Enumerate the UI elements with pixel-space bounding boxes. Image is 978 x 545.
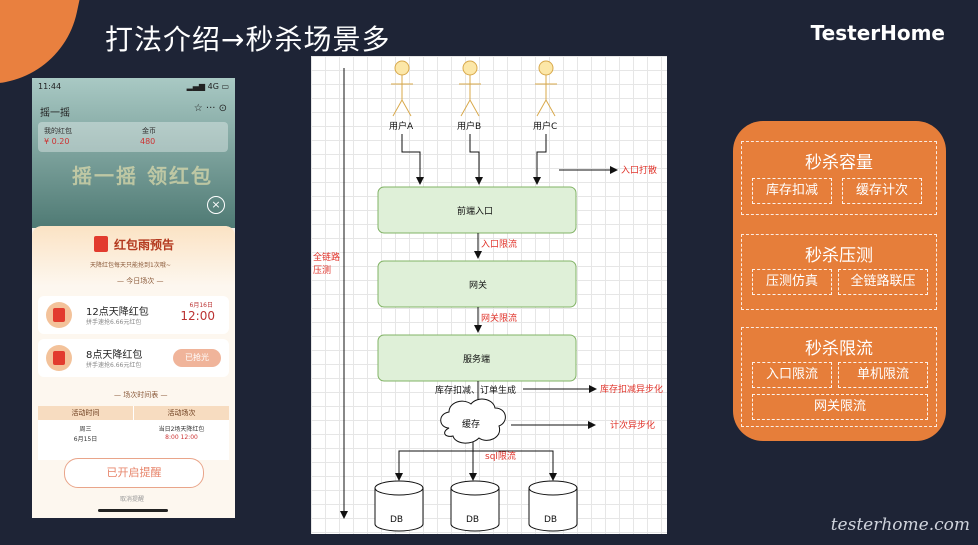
chip: 网关限流: [752, 394, 928, 420]
sheet-title: 红包雨预告: [114, 238, 175, 252]
list-item[interactable]: 8点天降红包 拼手速抢6.66元红包 已抢光: [38, 339, 229, 377]
sheet-subtitle: 天降红包每天只能抢到1次哦~: [90, 262, 171, 269]
frontend-node: [377, 186, 577, 234]
status-time: 11:44: [38, 82, 62, 91]
seckill-summary-panel: 秒杀容量 库存扣减 缓存计次 秒杀压测 压测仿真 全链路联压 秒杀限流 入口限流…: [733, 121, 946, 441]
table-header-time: 活动时间: [38, 406, 133, 420]
service-label: 服务端: [463, 353, 490, 365]
schedule-table: 活动时间 活动场次 周三 6月15日 当日2场天降红包 8:00 12:00: [38, 406, 229, 460]
cancel-reminder-link[interactable]: 取消提醒: [120, 496, 145, 503]
brand-logo: TesterHome: [810, 21, 945, 45]
schedule-label: — 场次时间表 —: [114, 391, 168, 399]
db-label: DB: [544, 515, 557, 525]
db-label: DB: [466, 515, 479, 525]
user-a-label: 用户A: [389, 120, 414, 132]
status-signal: ▂▄▆ 4G ▭: [186, 82, 229, 91]
nav-title: 摇一摇: [40, 108, 70, 119]
today-label: — 今日场次 —: [117, 277, 164, 285]
user-c-label: 用户C: [533, 120, 557, 132]
red-packet-icon: [94, 236, 108, 252]
nav-icons[interactable]: ☆ ··· ⊙: [193, 103, 227, 114]
envelope-icon: [46, 302, 72, 328]
db-node: [528, 480, 578, 532]
count-async-label: 计次异步化: [610, 419, 655, 431]
user-c-icon: [535, 60, 557, 117]
item-sub: 拼手速抢6.66元红包: [86, 362, 142, 369]
table-cell-date: 6月15日: [73, 436, 98, 443]
entry-scatter-label: 入口打散: [621, 164, 657, 176]
db-node: [374, 480, 424, 532]
chip: 库存扣减: [752, 178, 832, 204]
stock-order-label: 库存扣减、订单生成: [435, 384, 516, 396]
item-time: 12:00: [180, 309, 215, 323]
sold-out-badge: 已抢光: [173, 349, 221, 367]
phone-header-bg: [32, 78, 235, 228]
list-item[interactable]: 12点天降红包 拼手速抢6.66元红包 6月16日 12:00: [38, 296, 229, 334]
cache-label: 缓存: [462, 418, 480, 430]
gateway-label: 网关: [469, 279, 487, 291]
user-b-label: 用户B: [457, 120, 481, 132]
sheet-header: [32, 226, 235, 286]
item-sub: 拼手速抢6.66元红包: [86, 319, 142, 326]
service-node: [377, 334, 577, 382]
chip: 全链路联压: [838, 269, 928, 295]
chip: 单机限流: [838, 362, 928, 388]
user-b-icon: [459, 60, 481, 117]
envelope-icon: [46, 345, 72, 371]
diagram-canvas: 全链路压测 用户A 用户B 用户C 入口打散 前端入口 入口限流: [313, 60, 663, 532]
chip: 入口限流: [752, 362, 832, 388]
db-node: [450, 480, 500, 532]
card-right-value: 480: [140, 137, 156, 146]
group-title: 秒杀容量: [805, 153, 873, 173]
card-right-label: 金币: [142, 127, 156, 135]
table-cell-session: 当日2场天降红包: [158, 426, 205, 433]
group-throttle: 秒杀限流 入口限流 单机限流 网关限流: [741, 327, 937, 427]
architecture-diagram: 全链路压测 用户A 用户B 用户C 入口打散 前端入口 入口限流: [311, 56, 667, 534]
entry-throttle-label: 入口限流: [481, 238, 517, 250]
watermark: testerhome.com: [830, 515, 970, 535]
card-left-value: ¥ 0.20: [44, 137, 70, 146]
slide-title: 打法介绍→秒杀场景多: [105, 23, 391, 56]
group-capacity: 秒杀容量 库存扣减 缓存计次: [741, 141, 937, 215]
item-title: 12点天降红包: [86, 307, 149, 318]
gateway-node: [377, 260, 577, 308]
red-packet-sheet: 红包雨预告 天降红包每天只能抢到1次哦~ — 今日场次 — 12点天降红包 拼手…: [32, 226, 235, 518]
db-label: DB: [390, 515, 403, 525]
group-title: 秒杀限流: [805, 339, 873, 359]
user-a-icon: [391, 60, 413, 117]
group-load-test: 秒杀压测 压测仿真 全链路联压: [741, 234, 937, 310]
full-link-label-1: 全链路压测: [313, 251, 340, 276]
chip: 压测仿真: [752, 269, 832, 295]
cache-cloud: [440, 398, 506, 444]
close-icon[interactable]: ×: [207, 196, 225, 214]
table-header-session: 活动场次: [134, 406, 229, 420]
reminder-button[interactable]: 已开启提醒: [64, 458, 204, 488]
item-date: 6月16日: [189, 302, 213, 309]
shake-banner: 摇一摇 领红包: [72, 164, 213, 188]
sql-throttle-label: sql限流: [485, 450, 516, 462]
chip: 缓存计次: [842, 178, 922, 204]
item-title: 8点天降红包: [86, 350, 143, 361]
frontend-label: 前端入口: [457, 205, 493, 217]
home-indicator: [98, 509, 168, 512]
gateway-throttle-label: 网关限流: [481, 312, 517, 324]
table-cell-weekday: 周三: [79, 426, 92, 433]
wallet-card: [38, 122, 228, 152]
table-cell-times: 8:00 12:00: [165, 434, 198, 441]
card-left-label: 我的红包: [44, 127, 72, 135]
group-title: 秒杀压测: [805, 246, 873, 266]
stock-async-label: 库存扣减异步化: [600, 383, 663, 395]
phone-screenshot: 11:44 ▂▄▆ 4G ▭ 摇一摇 ☆ ··· ⊙ 我的红包 ¥ 0.20 金…: [32, 78, 235, 518]
